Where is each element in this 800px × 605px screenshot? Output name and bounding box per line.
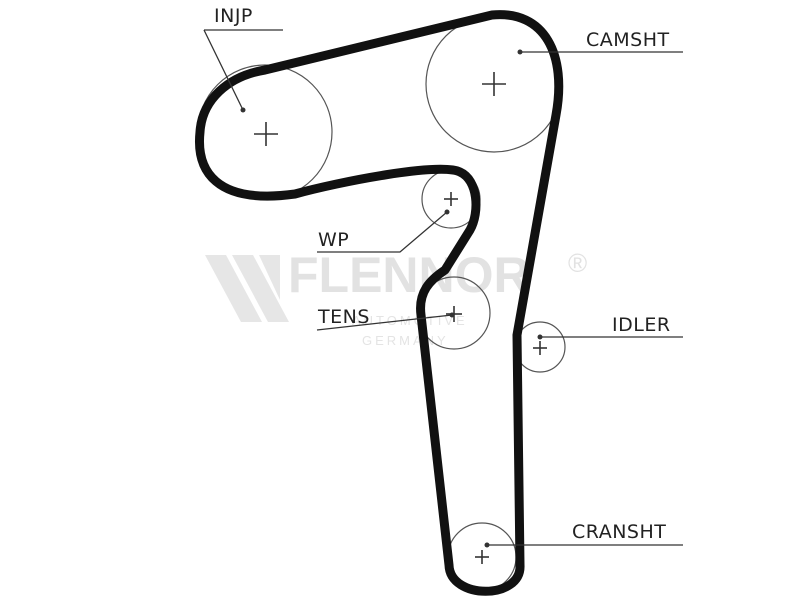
injp-label: INJP: [214, 5, 253, 27]
watermark-subline-2: GERMANY: [362, 333, 449, 348]
wp-label: WP: [318, 229, 349, 251]
cransht-label: CRANSHT: [572, 521, 666, 543]
wp-leader-line: [317, 211, 448, 253]
watermark-registered-mark: ®: [568, 248, 587, 278]
injp-leader-line: [203, 29, 244, 111]
injp-leader-dot: [240, 107, 246, 113]
wp-leader-dot: [444, 209, 450, 215]
timing-belt: [195, 10, 564, 596]
watermark-brand-text: FLENNOR: [288, 247, 530, 303]
camsht-label: CAMSHT: [586, 29, 670, 51]
camsht-leader-dot: [517, 49, 523, 55]
crankshaft-center-mark: [475, 550, 489, 564]
tens-label: TENS: [317, 306, 370, 328]
water-pump-center-mark: [444, 192, 458, 206]
idler-label: IDLER: [612, 314, 671, 336]
idler-leader-dot: [537, 334, 543, 340]
cransht-leader-dot: [484, 542, 490, 548]
idler-center-mark: [533, 341, 547, 355]
tens-leader-line: [316, 314, 453, 331]
tens-leader-dot: [449, 312, 455, 318]
injection-pump-center-mark: [254, 122, 278, 146]
camshaft-center-mark: [482, 72, 506, 96]
watermark-logo-mark: [205, 255, 289, 322]
